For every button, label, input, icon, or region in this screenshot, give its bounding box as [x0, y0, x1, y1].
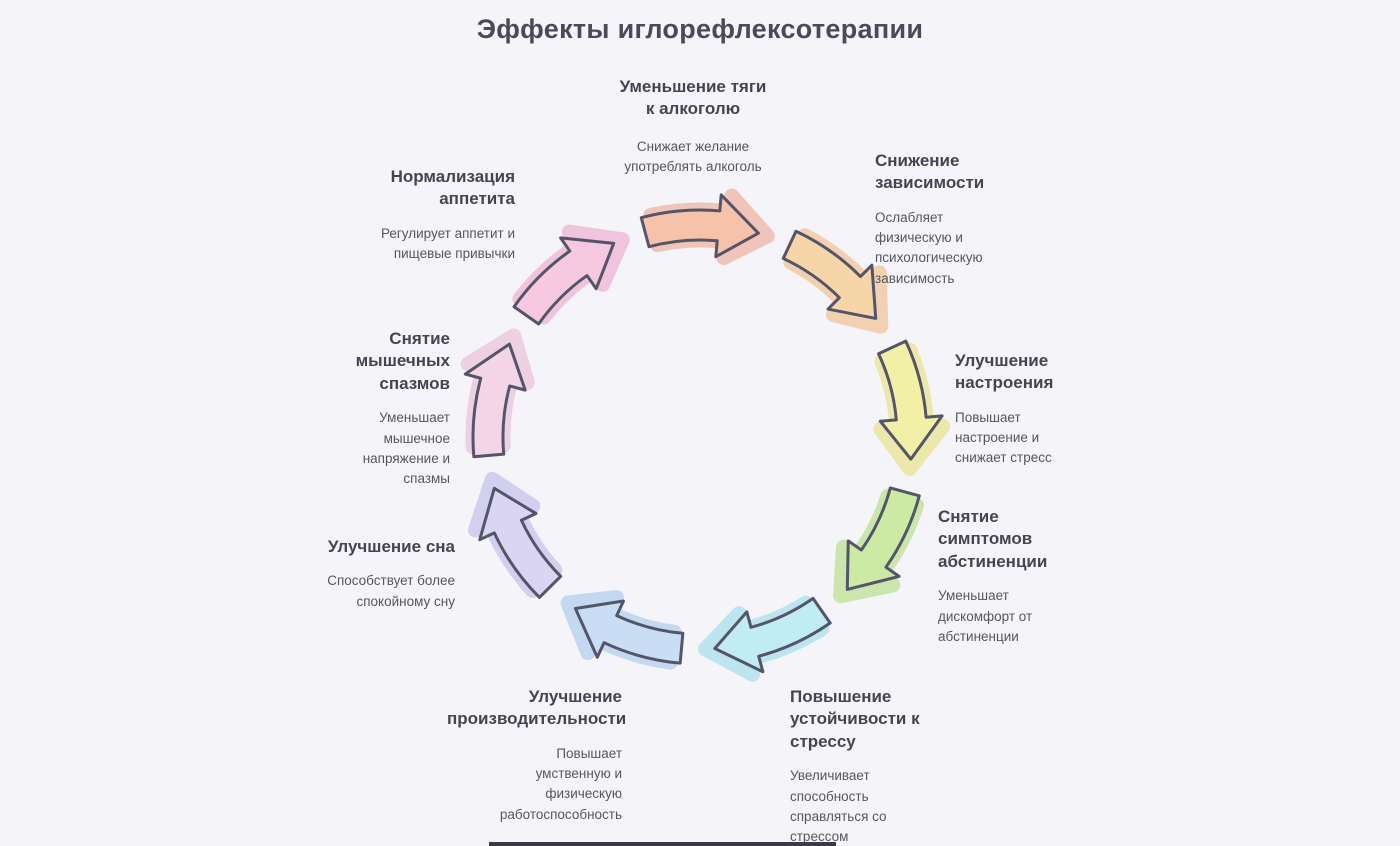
node-heading: Уменьшение тяги к алкоголю — [619, 77, 767, 119]
bottom-edge-line — [489, 842, 836, 846]
cycle-arrow-bottom — [699, 586, 840, 685]
node-body: Уменьшает дискомфорт от абстиненции — [938, 588, 1033, 644]
node-dependence-reduction: Снижение зависимости Ослабляет физическу… — [875, 150, 1015, 289]
cycle-arrow-top — [639, 193, 769, 260]
node-heading: Улучшение производительности — [447, 687, 627, 729]
node-heading: Снятие мышечных спазмов — [355, 329, 450, 393]
node-body: Повышает умственную и физическую работос… — [499, 745, 622, 822]
node-sleep-improvement: Улучшение сна Способствует более спокойн… — [285, 536, 455, 612]
node-heading: Снижение зависимости — [875, 151, 985, 193]
cycle-arrow-right — [867, 335, 948, 471]
node-heading: Нормализация аппетита — [390, 167, 515, 209]
node-body: Увеличивает способность справляться со с… — [790, 768, 887, 845]
cycle-arrow-left — [458, 468, 575, 611]
node-muscle-spasm-relief: Снятие мышечных спазмов Уменьшает мышечн… — [310, 328, 450, 489]
node-heading: Повышение устойчивости к стрессу — [790, 687, 920, 751]
node-heading: Улучшение сна — [327, 537, 455, 556]
diagram-title: Эффекты иглорефлексотерапии — [476, 14, 924, 44]
node-mood-improvement: Улучшение настроения Повышает настроение… — [955, 350, 1085, 469]
node-body: Ослабляет физическую и психологическую з… — [875, 209, 983, 286]
node-body: Способствует более спокойному сну — [327, 573, 455, 609]
cycle-arrow-lower-right — [821, 474, 939, 616]
cycle-arrow-upper-left — [451, 328, 537, 465]
node-body: Уменьшает мышечное напряжение и спазмы — [362, 410, 450, 487]
node-body: Повышает настроение и снижает стресс — [955, 409, 1052, 466]
node-body: Снижает желание употреблять алкоголь — [624, 138, 762, 175]
node-alcohol-craving: Уменьшение тяги к алкоголю Снижает желан… — [593, 76, 793, 177]
node-body: Регулирует аппетит и пищевые привычки — [380, 225, 515, 262]
cycle-arrow-bottom-left — [553, 581, 695, 684]
node-heading: Улучшение настроения — [955, 351, 1054, 393]
node-appetite-normalization: Нормализация аппетита Регулирует аппетит… — [355, 166, 515, 264]
node-withdrawal-relief: Снятие симптомов абстиненции Уменьшает д… — [938, 506, 1083, 647]
node-productivity: Улучшение производительности Повышает ум… — [447, 686, 627, 825]
node-stress-resistance: Повышение устойчивости к стрессу Увеличи… — [790, 686, 930, 846]
node-heading: Снятие симптомов абстиненции — [938, 507, 1048, 571]
cycle-arrow-top-left — [497, 209, 636, 339]
